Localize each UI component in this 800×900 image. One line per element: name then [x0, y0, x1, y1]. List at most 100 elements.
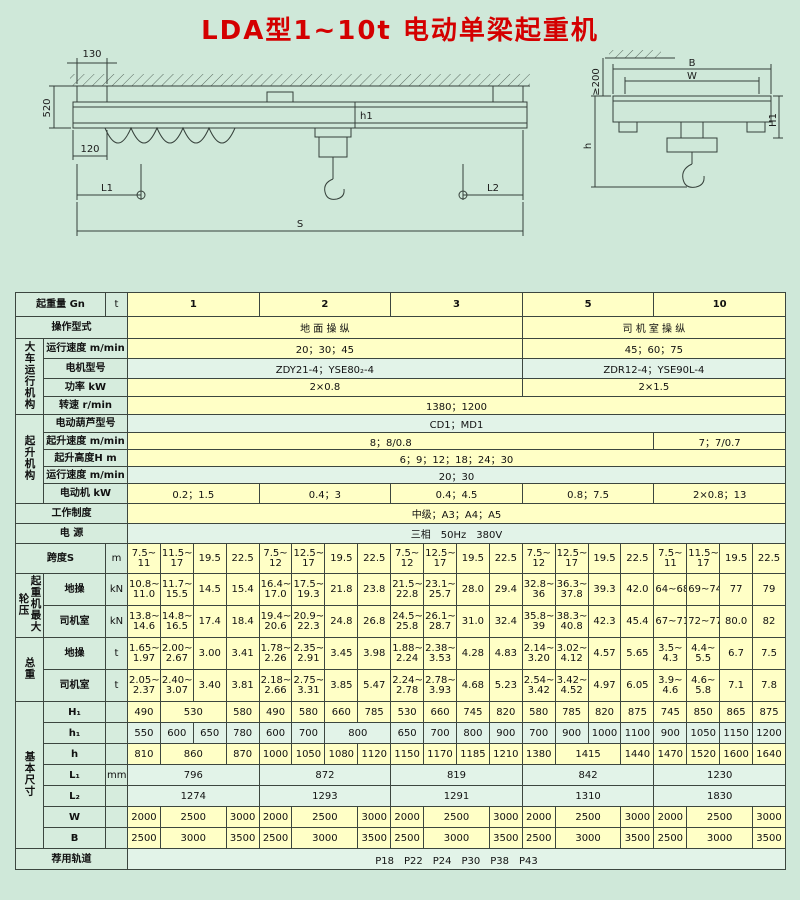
dim-gte200-label: ≥200 [591, 68, 602, 95]
spec-cell: 2500 [653, 827, 688, 849]
spec-cell: 1310 [521, 785, 655, 807]
spec-cell: 1600 [719, 743, 754, 765]
spec-cell: 11.5~ 17 [686, 543, 721, 574]
spec-cell: 490 [127, 701, 161, 723]
spec-cell: 42.0 [620, 573, 655, 606]
row-label: 地操 [43, 573, 106, 606]
spec-cell: 35.8~ 39 [521, 605, 556, 638]
row-label: 运行速度 m/min [43, 338, 128, 359]
spec-cell: 2.78~ 3.93 [423, 669, 457, 702]
spec-cell: 1230 [653, 764, 786, 786]
hoist-model-value: CD1；MD1 [127, 414, 786, 433]
rail-value: P18 P22 P24 P30 P38 P43 [127, 848, 786, 870]
row-label: h₁ [43, 722, 106, 744]
spec-cell: 19.5 [324, 543, 359, 574]
spec-cell: 1000 [258, 743, 293, 765]
spec-cell: 4.97 [587, 669, 622, 702]
spec-cell: 38.3~ 40.8 [554, 605, 589, 638]
hoist-motor-value: 0.8；7.5 [521, 483, 655, 504]
spec-cell: 865 [719, 701, 754, 723]
spec-cell: 18.4 [225, 605, 260, 638]
unit-cell: kN [105, 605, 128, 638]
crane-drawing: 130 520 120 L1 L2 S h1 ≥200 B W H1 h [15, 44, 785, 292]
spec-cell: 5.47 [357, 669, 392, 702]
dim-130-label: 130 [82, 49, 101, 60]
capacity-value: 1 [127, 292, 260, 317]
spec-cell: 785 [554, 701, 589, 723]
spec-cell: 19.5 [192, 543, 227, 574]
spec-cell: 12.5~ 17 [554, 543, 589, 574]
spec-cell: 900 [554, 722, 589, 744]
row-label: 电动机 kW [43, 483, 128, 504]
spec-cell: 5.65 [620, 637, 655, 670]
spec-cell: 3000 [752, 806, 786, 828]
travel-speed-ground: 20；30；45 [127, 338, 523, 359]
spec-cell: 875 [620, 701, 655, 723]
spec-cell: 700 [521, 722, 556, 744]
spec-cell: 69~74 [686, 573, 721, 606]
spec-cell: 19.5 [587, 543, 622, 574]
unit-cell: mm [105, 764, 128, 786]
spec-cell: 3500 [488, 827, 523, 849]
row-travel-rpm: 转速 r/min 1380；1200 [16, 396, 786, 415]
spec-cell: 1150 [719, 722, 754, 744]
spec-cell: 5.23 [488, 669, 523, 702]
spec-cell: 2.75~ 3.31 [291, 669, 326, 702]
spec-cell: 3.85 [324, 669, 359, 702]
row-label: 操作型式 [15, 316, 128, 339]
page-title: LDA型1~10t 电动单梁起重机 [201, 16, 599, 46]
spec-cell: 7.5~ 11 [127, 543, 161, 574]
row-travel-power: 功率 kW 2×0.8 2×1.5 [16, 378, 786, 397]
spec-cell: 7.8 [752, 669, 786, 702]
spec-cell: 19.4~ 20.6 [258, 605, 293, 638]
spec-cell: 3500 [620, 827, 655, 849]
spec-cell: 15.4 [225, 573, 260, 606]
spec-cell: 875 [752, 701, 786, 723]
spec-cell: 4.28 [455, 637, 490, 670]
row-label: 电 源 [15, 523, 128, 544]
spec-cell: 24.8 [324, 605, 359, 638]
spec-cell: 3.81 [225, 669, 260, 702]
dim-h1-label: h1 [360, 111, 373, 122]
spec-cell: 26.8 [357, 605, 392, 638]
elevation-view [49, 58, 530, 236]
unit-cell [105, 743, 128, 765]
spec-cell: 1274 [127, 785, 260, 807]
spec-cell: 850 [686, 701, 721, 723]
spec-cell: 1415 [554, 743, 622, 765]
lift-speed-left: 8；8/0.8 [126, 432, 655, 450]
spec-cell: 900 [488, 722, 523, 744]
row-label: 司机室 [43, 669, 106, 702]
spec-cell: 2.35~ 2.91 [291, 637, 326, 670]
dim-120-label: 120 [80, 144, 99, 155]
spec-cell: 780 [225, 722, 260, 744]
spec-cell: 22.5 [225, 543, 260, 574]
spec-cell: 20.9~ 22.3 [291, 605, 326, 638]
spec-cell: 2.05~ 2.37 [127, 669, 161, 702]
spec-cell: 3.5~ 4.3 [653, 637, 688, 670]
spec-cell: 23.8 [357, 573, 392, 606]
travel-motor-cab: ZDR12-4；YSE90L-4 [521, 358, 786, 379]
row-label: H₁ [43, 701, 106, 723]
row-hoist-motor: 电动机 kW 0.2；1.5 0.4；3 0.4；4.5 0.8；7.5 2×0… [16, 483, 786, 504]
capacity-value: 10 [653, 292, 786, 317]
capacity-value: 3 [390, 292, 523, 317]
spec-cell: 12.5~ 17 [291, 543, 326, 574]
spec-cell: 1000 [587, 722, 622, 744]
capacity-value: 5 [521, 292, 655, 317]
spec-cell: 600 [258, 722, 293, 744]
spec-cell: 745 [653, 701, 688, 723]
spec-cell: 3000 [423, 827, 490, 849]
end-view [591, 50, 783, 188]
spec-cell: 3.41 [225, 637, 260, 670]
spec-cell: 2500 [521, 827, 556, 849]
spec-cell: 3.40 [192, 669, 227, 702]
spec-cell: 10.8~ 11.0 [127, 573, 161, 606]
spec-cell: 2500 [291, 806, 359, 828]
row-travel-speed: 大车运行机构 运行速度 m/min 20；30；45 45；60；75 [15, 338, 786, 415]
